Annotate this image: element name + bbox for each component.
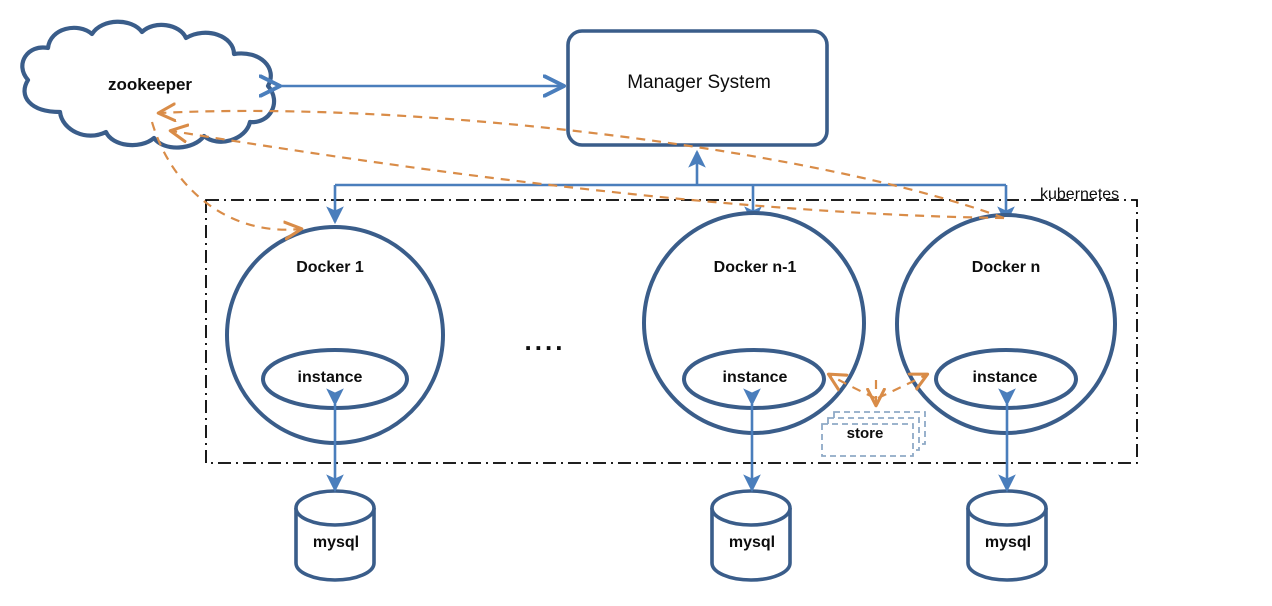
zookeeper-cloud [20,19,277,150]
edge-dockern-zookeeper [160,111,1005,220]
edge-zookeeper-docker1 [150,121,300,230]
edge-manager-docker-bus [326,149,1015,225]
manager-system-box [566,29,829,147]
mysql-3-cylinder [966,489,1048,582]
docker-1-node [225,225,445,445]
docker-n-1-node [642,211,866,435]
instance-1-ellipse [261,348,409,410]
kubernetes-boundary [205,199,1138,464]
docker-n-node [895,213,1117,435]
mysql-2-cylinder [710,489,792,582]
store-box [821,411,926,457]
edge-dockern1-zookeeper [172,131,1005,220]
instance-2-ellipse [682,348,826,410]
mysql-1-cylinder [294,489,376,582]
instance-3-ellipse [934,348,1078,410]
